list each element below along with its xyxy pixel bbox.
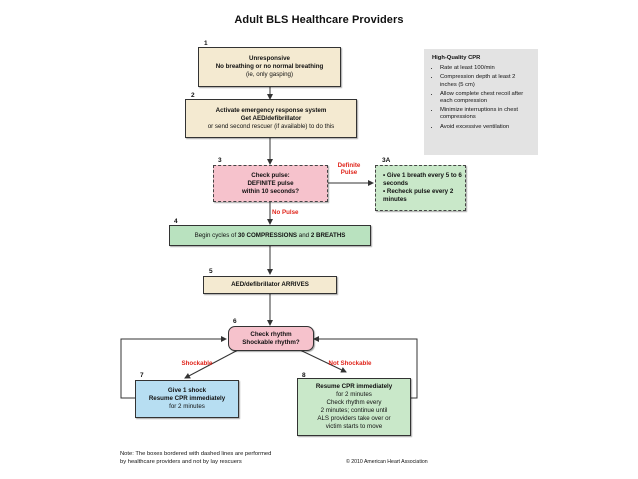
page-title: Adult BLS Healthcare Providers (234, 14, 404, 26)
footer-note-line2: by healthcare providers and not by lay r… (120, 458, 242, 465)
step-8-line5: ALS providers take over or (317, 415, 391, 422)
step-7-number: 7 (140, 372, 144, 379)
step-3-line2: DEFINITE pulse (247, 179, 294, 187)
step-1-line3: (ie, only gasping) (245, 71, 294, 78)
step-5-text: AED/defibrillator ARRIVES (231, 281, 309, 288)
step-7-line1: Give 1 shock (167, 387, 207, 394)
step-8-line6: victim starts to move (325, 423, 383, 430)
step-6-box: Check rhythm Shockable rhythm? (228, 326, 314, 351)
step-3a-bullet1: • Give 1 breath every 5 to 6 seconds (383, 172, 462, 187)
step-8-line3: Check rhythm every (326, 399, 382, 406)
step-8-box: Resume CPR immediately for 2 minutes Che… (297, 378, 411, 436)
step-2-line1: Activate emergency response system (215, 106, 327, 114)
step-8-number: 8 (302, 372, 306, 379)
definite-pulse-line1: Definite (337, 162, 361, 169)
cpr-list: Rate at least 100/min Compression depth … (432, 65, 530, 131)
step-4-text: Begin cycles of 30 COMPRESSIONS and 2 BR… (194, 231, 346, 239)
step-6-line2: Shockable rhythm? (242, 338, 300, 346)
step-3a-number: 3A (382, 157, 391, 164)
arrow-7-loop-to-6 (120, 336, 227, 399)
arrow-6-to-8 (299, 349, 347, 373)
step-1-box: Unresponsive No breathing or no normal b… (198, 47, 341, 87)
step-4-box: Begin cycles of 30 COMPRESSIONS and 2 BR… (169, 225, 371, 246)
cpr-heading: High-Quality CPR (432, 55, 481, 61)
arrow-6-to-7 (184, 349, 239, 379)
cpr-item: Rate at least 100/min (440, 65, 530, 72)
definite-pulse-label: Definite Pulse (331, 162, 367, 176)
shockable-label: Shockable (181, 360, 213, 367)
step-3-line1: Check pulse: (251, 171, 290, 179)
step-8-line4: 2 minutes; continue until (320, 407, 388, 414)
step-5-number: 5 (209, 268, 213, 275)
step-2-box: Activate emergency response system Get A… (185, 99, 357, 138)
step-1-line1: Unresponsive (249, 55, 290, 62)
copyright: © 2010 American Heart Association (346, 459, 428, 465)
step-3-number: 3 (218, 157, 222, 164)
step-1-number: 1 (204, 40, 208, 47)
step-3a-bullet2: • Recheck pulse every 2 minutes (383, 188, 454, 203)
step-3-box: Check pulse: DEFINITE pulse within 10 se… (213, 165, 328, 202)
footer-note-line1: Note: The boxes bordered with dashed lin… (120, 451, 272, 457)
step-1-line2: No breathing or no normal breathing (215, 63, 324, 70)
high-quality-cpr-panel: High-Quality CPR Rate at least 100/min C… (424, 49, 538, 155)
step-3-line3: within 10 seconds? (241, 187, 300, 195)
step-7-box: Give 1 shock Resume CPR immediately for … (135, 380, 239, 418)
step-8-line1: Resume CPR immediately (315, 383, 393, 390)
step-6-line1: Check rhythm (250, 330, 292, 338)
not-shockable-label: Not Shockable (328, 360, 372, 367)
cpr-item: Allow complete chest recoil after each c… (440, 91, 530, 105)
step-6-number: 6 (233, 318, 237, 325)
step-2-line2: Get AED/defibrillator (240, 114, 302, 122)
arrow-8-loop-to-6 (313, 336, 418, 399)
footer-note: Note: The boxes bordered with dashed lin… (120, 451, 350, 466)
definite-pulse-line2: Pulse (340, 169, 358, 176)
step-8-line2: for 2 minutes (336, 391, 372, 398)
step-7-line2: Resume CPR immediately (148, 395, 226, 402)
cpr-item: Minimize interruptions in chest compress… (440, 107, 530, 121)
cpr-item: Avoid excessive ventilation (440, 124, 530, 131)
step-2-line3: or send second rescuer (if available) to… (207, 122, 335, 130)
step-4-number: 4 (174, 218, 178, 225)
step-2-number: 2 (191, 92, 195, 99)
step-5-box: AED/defibrillator ARRIVES (203, 276, 337, 294)
step-3a-box: • Give 1 breath every 5 to 6 seconds • R… (375, 165, 466, 211)
cpr-item: Compression depth at least 2 inches (5 c… (440, 74, 530, 88)
step-7-line3: for 2 minutes (169, 403, 205, 410)
no-pulse-label: No Pulse (272, 209, 299, 216)
